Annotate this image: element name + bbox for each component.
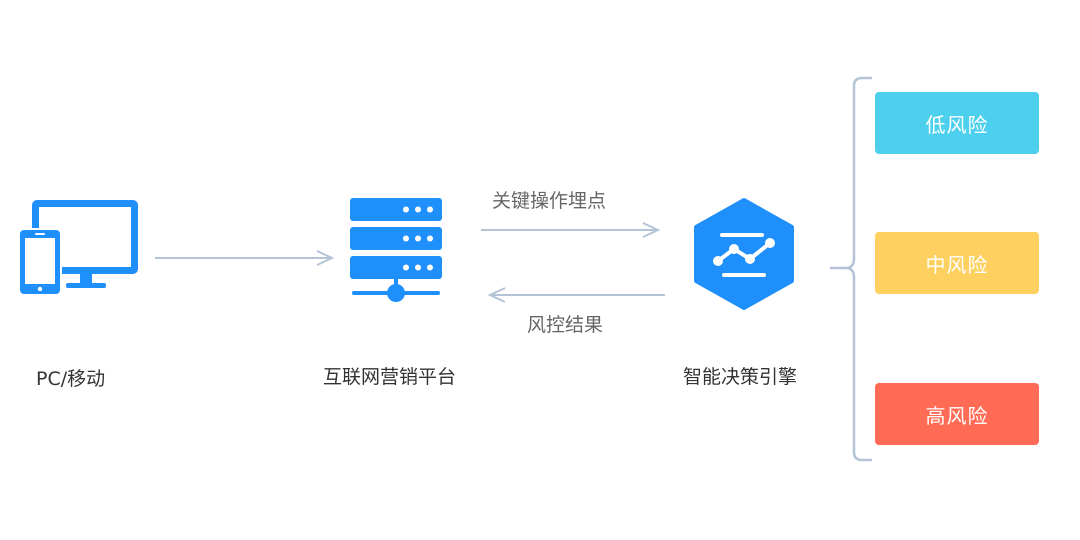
risk-medium-label: 中风险 [925, 252, 989, 277]
risk-medium-box: 中风险 [875, 232, 1039, 294]
arrow-label-tracking: 关键操作埋点 [492, 190, 607, 212]
risk-high-box: 高风险 [875, 383, 1039, 445]
server-icon [350, 198, 442, 302]
client-label: PC/移动 [36, 368, 106, 390]
risk-low-box: 低风险 [875, 92, 1039, 154]
risk-low-label: 低风险 [925, 112, 989, 137]
decision-engine-icon [694, 198, 794, 310]
arrow-engine-to-platform [487, 287, 665, 303]
arrow-label-risk-result: 风控结果 [527, 314, 604, 336]
arrow-platform-to-engine [481, 222, 661, 238]
risk-high-label: 高风险 [925, 403, 989, 428]
platform-label: 互联网营销平台 [323, 366, 457, 388]
engine-label: 智能决策引擎 [683, 366, 798, 388]
risk-bracket [830, 76, 872, 462]
pc-mobile-icon [18, 200, 138, 296]
arrow-client-to-platform [155, 250, 335, 266]
